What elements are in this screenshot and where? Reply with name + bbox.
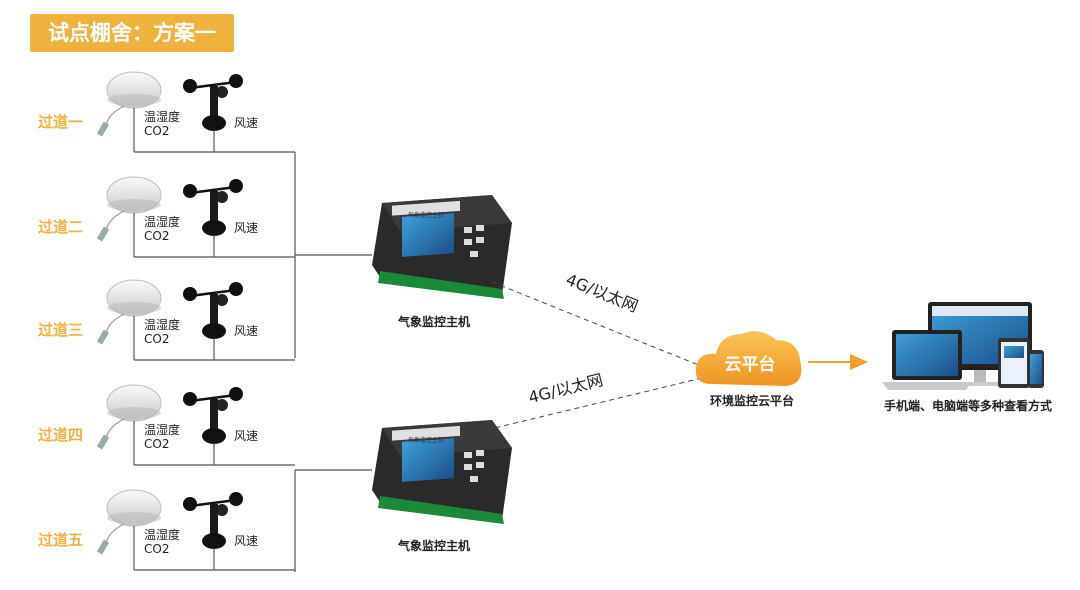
sensor-co2-label: CO2 [144,124,169,138]
wiring [133,421,295,466]
sensor-co2-label: CO2 [144,437,169,451]
sensor-co2-label: CO2 [144,332,169,346]
sensor-label: 温湿度 [144,214,180,229]
sensor-co2-label: CO2 [144,229,169,243]
cloud-platform: 云平台 [695,331,802,386]
link-line-2 [477,377,703,433]
host-screen-text-2: 气象监控主机 [408,436,444,444]
wind-speed-label: 风速 [234,116,258,130]
host-screen-text-1: 气象监控主机 [408,211,444,219]
wind-speed-label: 风速 [234,324,258,338]
wiring [133,526,295,571]
cloud-caption: 环境监控云平台 [710,393,794,408]
sensor-label: 温湿度 [144,527,180,542]
sensor-co2-label: CO2 [144,542,169,556]
aisle-label: 过道二 [38,218,83,236]
wiring [133,213,295,258]
aisle-rows: 过道一温湿度CO2风速过道二温湿度CO2风速过道三温湿度CO2风速过道四温湿度C… [38,71,295,571]
anemometer-icon [183,282,243,339]
wind-speed-label: 风速 [234,429,258,443]
anemometer-icon [183,179,243,236]
anemometer-icon [183,387,243,444]
temperature-humidity-sensor-icon [96,384,162,450]
link-label-2: 4G/以太网 [527,370,605,407]
cloud-badge: 云平台 [725,354,776,375]
wind-speed-label: 风速 [234,534,258,548]
wiring [133,108,295,153]
sensor-label: 温湿度 [144,422,180,437]
temperature-humidity-sensor-icon [96,176,162,242]
wind-speed-label: 风速 [234,221,258,235]
page-title: 试点棚舍：方案一 [30,14,234,52]
host-label-2: 气象监控主机 [397,538,470,553]
temperature-humidity-sensor-icon [96,489,162,555]
anemometer-icon [183,492,243,549]
wiring [133,316,295,361]
host-label-1: 气象监控主机 [397,314,470,329]
anemometer-icon [183,74,243,131]
devices-caption: 手机端、电脑端等多种查看方式 [884,398,1052,413]
host-controller-2: 气象监控主机 [372,420,512,524]
aisle-label: 过道一 [38,113,83,131]
link-label-1: 4G/以太网 [563,270,641,316]
aisle-label: 过道三 [38,321,83,339]
cloud-icon [695,331,802,386]
link-line-1 [491,281,707,369]
temperature-humidity-sensor-icon [96,279,162,345]
aisle-label: 过道五 [38,531,83,549]
temperature-humidity-sensor-icon [96,71,162,137]
sensor-label: 温湿度 [144,109,180,124]
sensor-label: 温湿度 [144,317,180,332]
client-devices [882,302,1044,390]
host-controller-1: 气象监控主机 [372,195,512,299]
aisle-label: 过道四 [38,426,83,444]
